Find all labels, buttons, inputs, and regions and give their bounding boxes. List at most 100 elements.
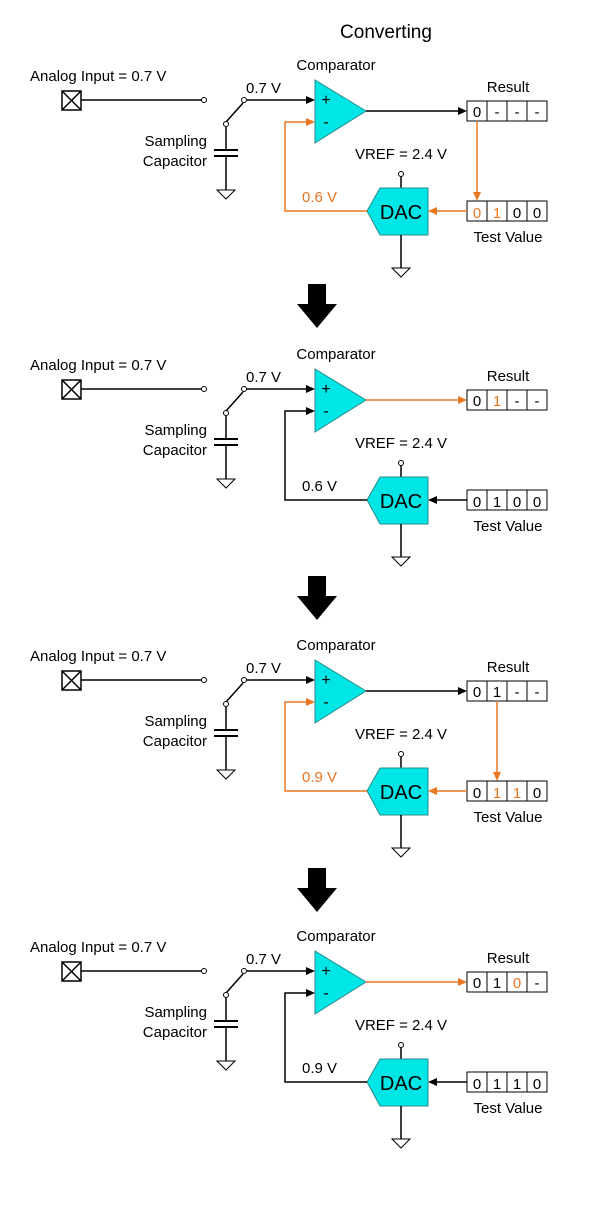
- analog-input-terminal: [61, 90, 82, 111]
- dac-feedback-arrow: [306, 989, 315, 997]
- result-bit-cell: [526, 389, 548, 411]
- test-value-label: Test Value: [474, 518, 543, 535]
- ground-symbol: [390, 1138, 412, 1149]
- test-bit: 0: [473, 785, 481, 802]
- comparator-output-arrow: [458, 978, 467, 986]
- plus-input-arrow: [306, 385, 315, 393]
- dac-label: DAC: [380, 1073, 422, 1095]
- result-bit-cell: [526, 971, 548, 993]
- result-bit: -: [515, 684, 520, 701]
- test-bit: 0: [533, 494, 541, 511]
- dac-feedback-arrow: [306, 407, 315, 415]
- result-bit: -: [515, 104, 520, 121]
- test-bit: 1: [493, 785, 501, 802]
- test-bit: 0: [513, 494, 521, 511]
- test-bit: 0: [513, 205, 521, 222]
- dac-label: DAC: [380, 491, 422, 513]
- result-label: Result: [487, 79, 530, 96]
- dac-feedback-wire: [284, 701, 367, 792]
- test-bit-cell: [526, 780, 548, 802]
- capacitor-label-1: Sampling: [144, 133, 207, 150]
- dac-feedback-wire: [284, 992, 367, 1083]
- result-bit: -: [495, 104, 500, 121]
- result-to-test-arrow: [493, 772, 501, 781]
- comparator-label: Comparator: [296, 928, 375, 945]
- ground-symbol: [390, 556, 412, 567]
- sampling-switch: [225, 973, 244, 994]
- result-bit: 1: [493, 393, 501, 410]
- step-arrow-2: [297, 576, 337, 620]
- test-bit: 1: [493, 494, 501, 511]
- comparator-minus: -: [323, 403, 328, 420]
- result-bit: -: [535, 684, 540, 701]
- ground-symbol: [215, 769, 237, 780]
- comparator-plus: +: [321, 672, 330, 689]
- result-bit: -: [515, 393, 520, 410]
- test-value-label: Test Value: [474, 809, 543, 826]
- vref-terminal: [398, 460, 404, 466]
- comparator: [314, 659, 367, 724]
- result-bit: 1: [493, 975, 501, 992]
- test-bit: 0: [533, 1076, 541, 1093]
- switch-pivot: [223, 701, 229, 707]
- vref-label: VREF = 2.4 V: [355, 1017, 447, 1034]
- dac-voltage-label: 0.9 V: [302, 769, 337, 786]
- result-bit: 0: [473, 104, 481, 121]
- analog-input-label: Analog Input = 0.7 V: [30, 357, 166, 374]
- comparator-output-arrow: [458, 396, 467, 404]
- dac-block: [366, 767, 429, 816]
- comparator-label: Comparator: [296, 346, 375, 363]
- test-bit: 0: [473, 494, 481, 511]
- vref-label: VREF = 2.4 V: [355, 726, 447, 743]
- capacitor-label-2: Capacitor: [143, 733, 207, 750]
- sampling-switch: [225, 102, 244, 123]
- test-bit: 0: [473, 205, 481, 222]
- stage-2: Analog Input = 0.7 VSamplingCapacitor0.7…: [30, 346, 548, 567]
- result-bit: 0: [473, 684, 481, 701]
- test-to-dac-arrow: [428, 496, 437, 504]
- comparator-minus: -: [323, 985, 328, 1002]
- result-bit: -: [535, 975, 540, 992]
- analog-input-label: Analog Input = 0.7 V: [30, 939, 166, 956]
- test-bit: 1: [493, 1076, 501, 1093]
- dac-block: [366, 1058, 429, 1107]
- vref-terminal: [398, 751, 404, 757]
- input-voltage-label: 0.7 V: [246, 951, 281, 968]
- comparator: [314, 950, 367, 1015]
- result-bit: 0: [473, 975, 481, 992]
- comparator: [314, 79, 367, 144]
- switch-contact-right: [241, 97, 247, 103]
- analog-input-label: Analog Input = 0.7 V: [30, 648, 166, 665]
- test-bit: 0: [473, 1076, 481, 1093]
- plus-input-arrow: [306, 967, 315, 975]
- comparator-output-arrow: [458, 687, 467, 695]
- comparator: [314, 368, 367, 433]
- dac-feedback-wire: [284, 410, 367, 501]
- comparator-output-arrow: [458, 107, 467, 115]
- test-bit: 0: [533, 205, 541, 222]
- switch-pivot: [223, 410, 229, 416]
- ground-symbol: [215, 478, 237, 489]
- dac-feedback-wire: [284, 121, 367, 212]
- switch-contact-left: [201, 386, 207, 392]
- comparator-plus: +: [321, 381, 330, 398]
- capacitor-label-2: Capacitor: [143, 153, 207, 170]
- result-bit: 1: [493, 684, 501, 701]
- analog-input-label: Analog Input = 0.7 V: [30, 68, 166, 85]
- capacitor-label-1: Sampling: [144, 422, 207, 439]
- stage-1: Analog Input = 0.7 VSamplingCapacitor0.7…: [30, 57, 548, 278]
- analog-input-terminal: [61, 961, 82, 982]
- switch-pivot: [223, 121, 229, 127]
- test-value-label: Test Value: [474, 1100, 543, 1117]
- sampling-switch: [225, 682, 244, 703]
- dac-label: DAC: [380, 782, 422, 804]
- stage-3: Analog Input = 0.7 VSamplingCapacitor0.7…: [30, 637, 548, 858]
- comparator-minus: -: [323, 114, 328, 131]
- result-bit-cell: [526, 100, 548, 122]
- sampling-switch: [225, 391, 244, 412]
- vref-terminal: [398, 171, 404, 177]
- dac-feedback-arrow: [306, 698, 315, 706]
- result-label: Result: [487, 368, 530, 385]
- result-bit: 0: [473, 393, 481, 410]
- test-value-label: Test Value: [474, 229, 543, 246]
